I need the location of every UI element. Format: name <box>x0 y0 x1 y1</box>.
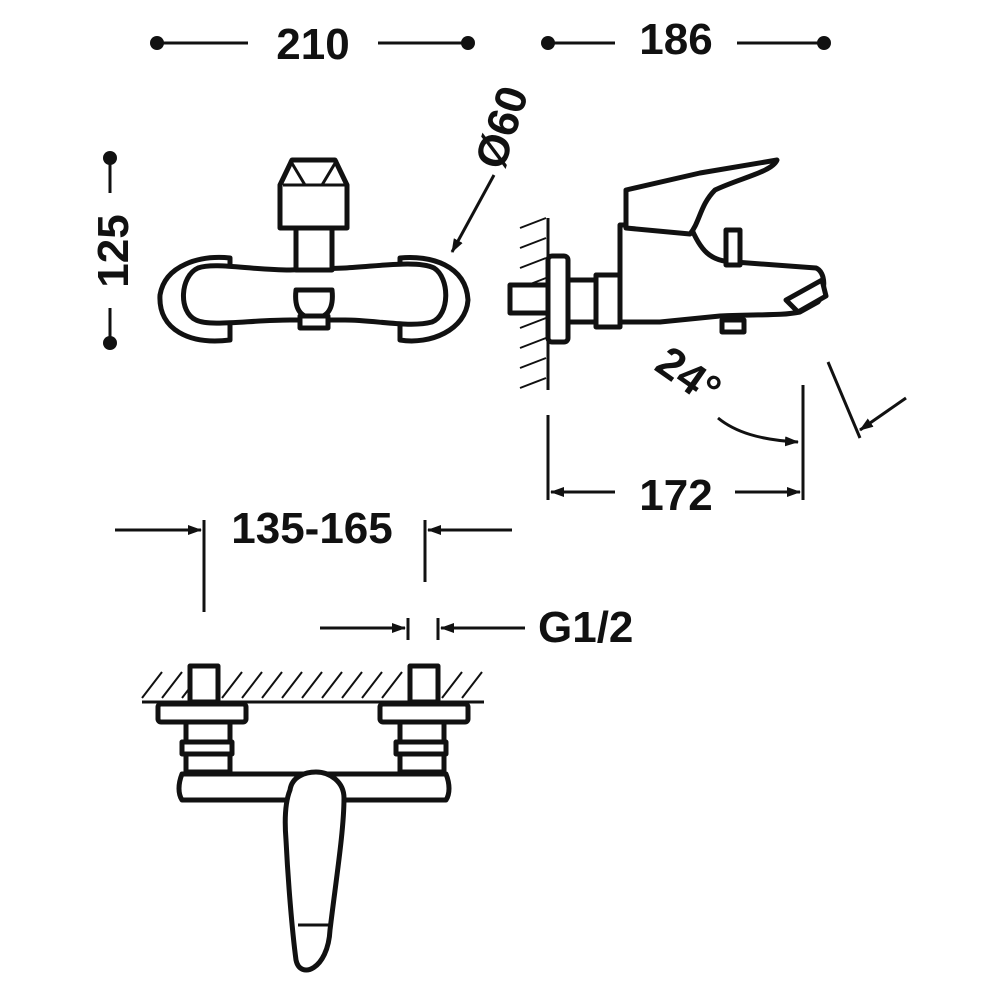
dimension-135-165-label: 135-165 <box>231 504 392 553</box>
side-view <box>507 157 829 390</box>
dimension-125: 125 <box>89 151 138 350</box>
dimension-210-label: 210 <box>276 20 349 69</box>
dimension-172: 172 <box>546 415 801 520</box>
dimension-thread-label: G1/2 <box>538 603 633 652</box>
dimension-125-label: 125 <box>89 214 138 287</box>
dimension-diameter-label: Ø60 <box>466 80 538 174</box>
front-view <box>157 157 471 344</box>
dimension-186-label: 186 <box>639 15 712 64</box>
dimension-angle-label: 24° <box>647 337 730 415</box>
top-view <box>141 663 484 973</box>
dimension-135-165: 135-165 <box>115 504 512 612</box>
dimension-210: 210 <box>150 20 475 69</box>
dimension-186: 186 <box>541 15 831 64</box>
dimension-172-label: 172 <box>639 471 712 520</box>
dimension-g12: G1/2 <box>320 603 633 652</box>
